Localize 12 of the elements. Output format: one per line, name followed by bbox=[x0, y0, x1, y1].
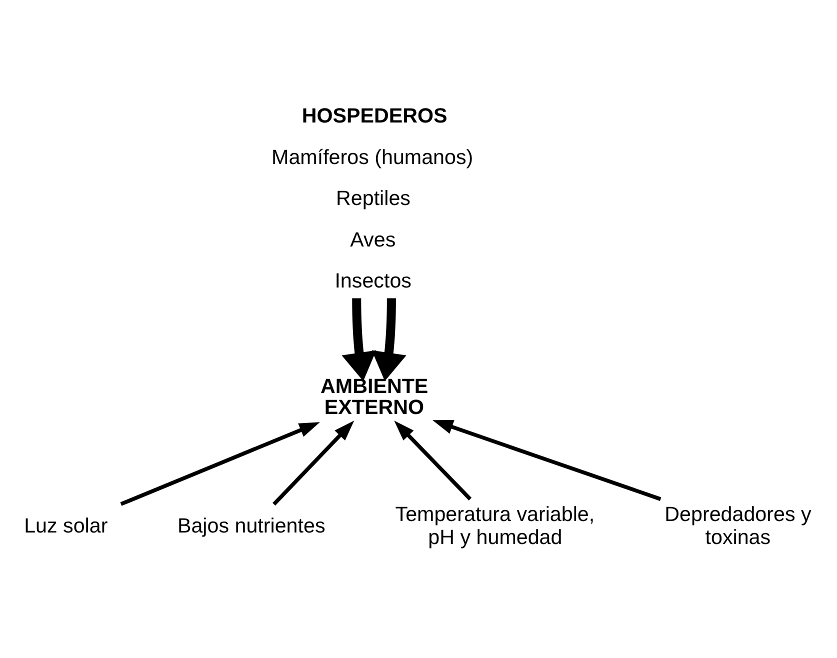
arrow bbox=[372, 298, 406, 382]
arrow bbox=[432, 420, 662, 501]
node-text: Depredadores y toxinas bbox=[664, 502, 812, 549]
node-text: Temperatura variable, pH y humedad bbox=[395, 502, 595, 549]
node-text: Bajos nutrientes bbox=[177, 514, 326, 538]
arrow bbox=[342, 298, 376, 382]
node-text: AMBIENTE EXTERNO bbox=[320, 375, 428, 419]
arrow bbox=[120, 422, 320, 506]
node-text: Luz solar bbox=[24, 514, 108, 538]
node-text: HOSPEDEROS Mamíferos (humanos) Reptiles Aves Insectos bbox=[272, 104, 474, 292]
arrow bbox=[394, 420, 472, 500]
arrow bbox=[272, 420, 354, 506]
